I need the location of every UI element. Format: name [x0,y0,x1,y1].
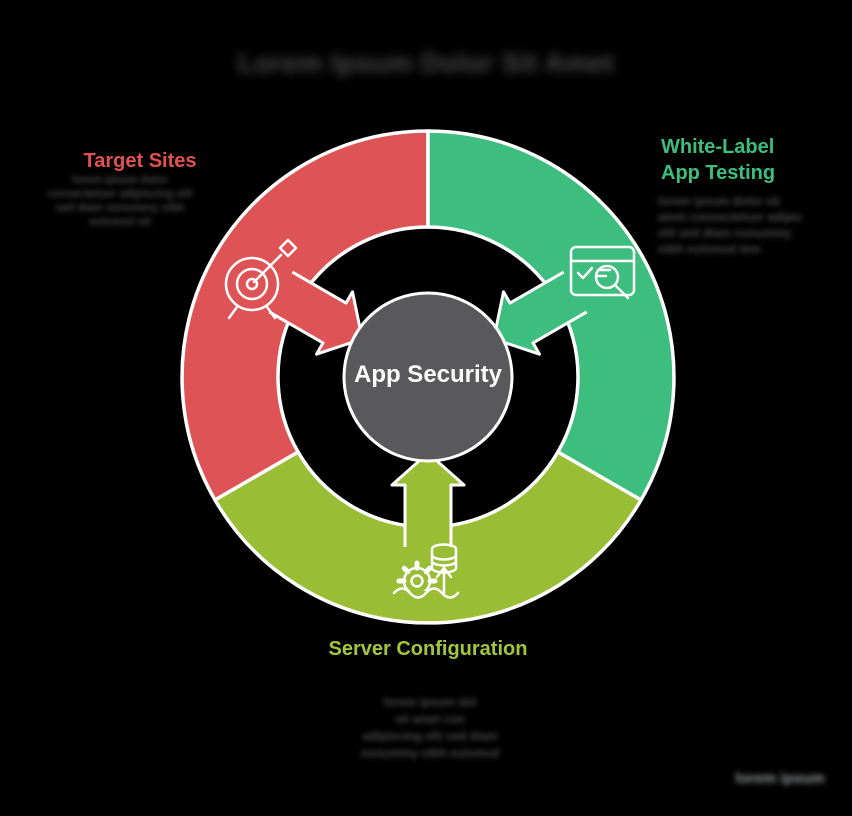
blurred-line: nibh euismod tem [658,242,761,256]
blurred-line: amet consectetuer adipis [658,210,803,224]
description-target-sites-blurred: lorem ipsum dolor consectetuer adipiscin… [30,173,210,229]
wave-icon [392,587,460,599]
description-server-config-blurred: lorem ipsum dol sit amet con adipiscing … [340,694,520,762]
blurred-line: nonummy nibh euismod [360,746,500,760]
label-white-label-app-testing: White-Label App Testing [661,136,776,184]
database-icon [430,543,458,574]
target-icon [224,238,298,320]
blurred-line: sit amet con [394,712,466,726]
app-testing-browser-icon [569,245,636,300]
watermark-blurred: lorem ipsum [735,770,825,787]
server-config-icon [392,543,460,599]
blurred-line: lorem ipsum dol [383,695,477,709]
blurred-line: lorem ipsum dolor [72,174,168,186]
segment-white-label-app-testing [426,129,676,502]
blurred-line: euismod sit [89,216,151,228]
blurred-line: elit sed diam nonummy [658,226,792,240]
label-server-configuration: Server Configuration [328,638,528,660]
page-title-blurred: Lorem Ipsum Dolor Sit Amet [237,48,615,78]
blurred-line: sed diam nonummy nibh [55,202,185,214]
blurred-line: adipiscing elit sed diam [362,729,498,743]
description-app-testing-blurred: lorem ipsum dolor sit amet consectetuer … [658,193,818,257]
gear-icon [396,560,438,591]
segment-target-sites [180,129,430,502]
center-circle [342,291,514,463]
center-label: App Security [353,361,503,388]
blurred-line: consectetuer adipiscing elit [47,188,193,200]
blurred-line: lorem ipsum dolor sit [658,194,781,208]
label-target-sites: Target Sites [83,150,197,172]
upload-arrow-icon [435,566,453,595]
